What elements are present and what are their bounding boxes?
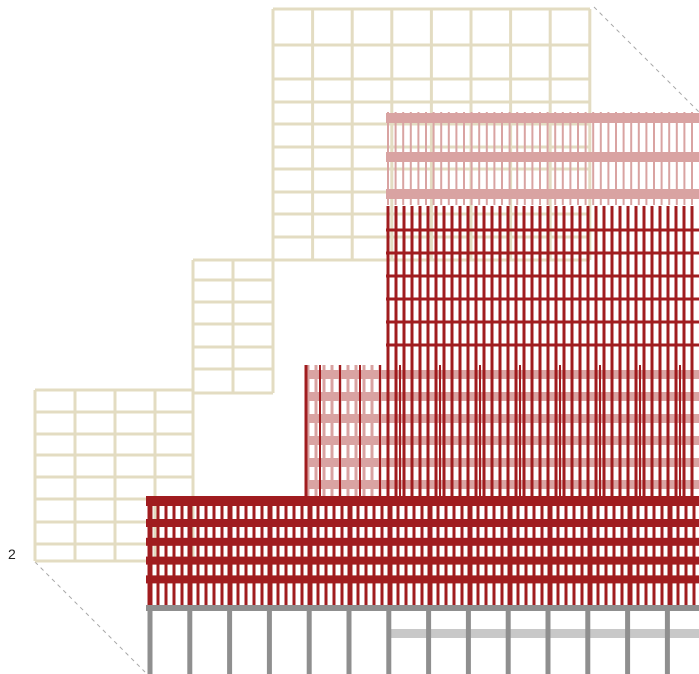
base-band: [388, 629, 699, 638]
light-floor-band: [306, 436, 699, 445]
light-floor-band: [306, 480, 699, 489]
light-floor-band: [306, 414, 699, 423]
light-floor-band: [306, 458, 699, 467]
light-band: [386, 113, 699, 123]
dark-overlay-grid: [146, 206, 699, 606]
frame-grid: [33, 7, 592, 563]
level-label: 2: [8, 546, 16, 562]
light-band: [386, 152, 699, 162]
light-floor-band: [306, 370, 699, 379]
base-slab: [146, 605, 699, 611]
light-band: [386, 189, 699, 199]
guide-lines: [34, 6, 699, 673]
light-floor-band: [306, 392, 699, 401]
base-grid: [146, 605, 699, 674]
